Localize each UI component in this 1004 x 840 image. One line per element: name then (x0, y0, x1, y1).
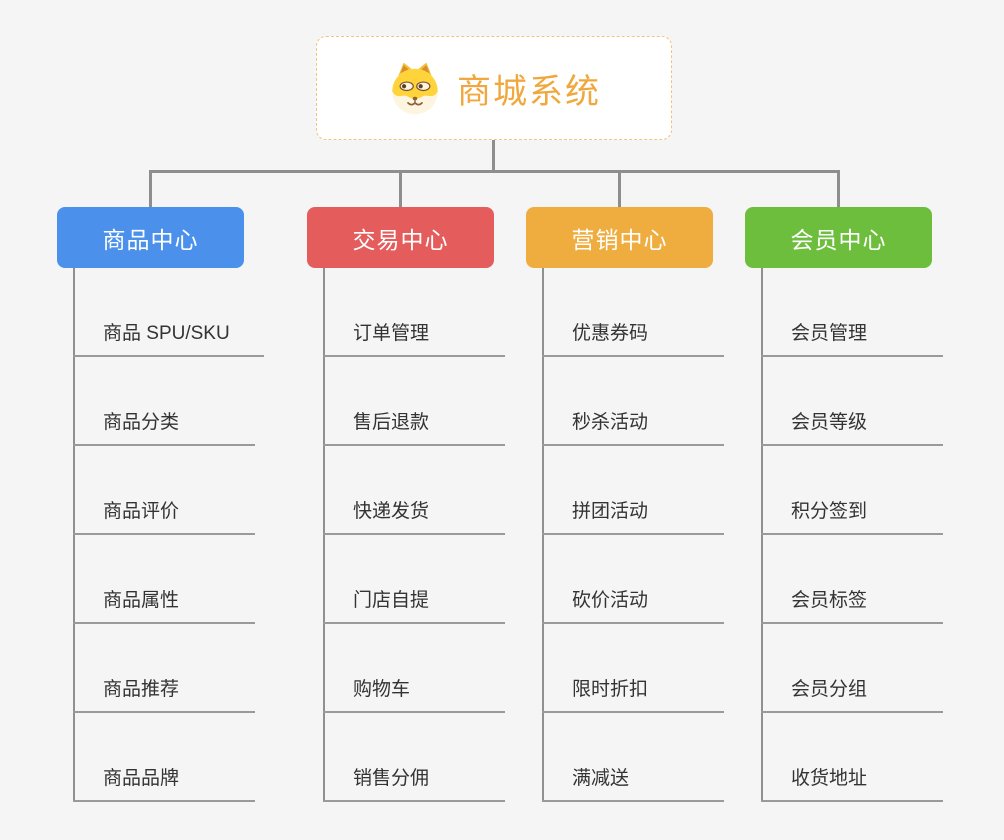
leaf-node[interactable]: 商品分类 (73, 410, 255, 446)
leaf-node[interactable]: 商品品牌 (73, 766, 255, 802)
drop-connector-4 (837, 170, 840, 207)
branch-label: 会员中心 (790, 226, 887, 253)
leaf-list-trade-center: 订单管理 售后退款 快递发货 门店自提 购物车 销售分佣 (323, 268, 505, 802)
leaf-list-marketing-center: 优惠券码 秒杀活动 拼团活动 砍价活动 限时折扣 满减送 (542, 268, 724, 802)
leaf-node[interactable]: 会员标签 (761, 588, 943, 624)
leaf-node[interactable]: 秒杀活动 (542, 410, 724, 446)
leaf-node[interactable]: 商品推荐 (73, 677, 255, 713)
leaf-node[interactable]: 拼团活动 (542, 499, 724, 535)
leaf-node[interactable]: 销售分佣 (323, 766, 505, 802)
leaf-list-member-center: 会员管理 会员等级 积分签到 会员标签 会员分组 收货地址 (761, 268, 943, 802)
trunk-connector-1 (73, 268, 75, 802)
leaf-node[interactable]: 商品属性 (73, 588, 255, 624)
leaf-node[interactable]: 积分签到 (761, 499, 943, 535)
root-node-mall-system[interactable]: 商城系统 (316, 36, 672, 140)
leaf-node[interactable]: 售后退款 (323, 410, 505, 446)
leaf-node[interactable]: 商品 SPU/SKU (73, 321, 264, 357)
branch-node-member-center[interactable]: 会员中心 (745, 207, 932, 268)
branch-node-product-center[interactable]: 商品中心 (57, 207, 244, 268)
leaf-node[interactable]: 砍价活动 (542, 588, 724, 624)
drop-connector-1 (149, 170, 152, 207)
leaf-node[interactable]: 会员分组 (761, 677, 943, 713)
branch-node-trade-center[interactable]: 交易中心 (307, 207, 494, 268)
leaf-list-product-center: 商品 SPU/SKU 商品分类 商品评价 商品属性 商品推荐 商品品牌 (73, 268, 264, 802)
leaf-node[interactable]: 满减送 (542, 766, 724, 802)
drop-connector-2 (399, 170, 402, 207)
leaf-node[interactable]: 快递发货 (323, 499, 505, 535)
leaf-node[interactable]: 门店自提 (323, 588, 505, 624)
root-title: 商城系统 (457, 72, 601, 111)
leaf-node[interactable]: 限时折扣 (542, 677, 724, 713)
trunk-connector-3 (542, 268, 544, 802)
leaf-node[interactable]: 会员等级 (761, 410, 943, 446)
root-stem-connector (492, 140, 495, 171)
leaf-node[interactable]: 订单管理 (323, 321, 505, 357)
horizontal-connector (149, 170, 840, 173)
branch-node-marketing-center[interactable]: 营销中心 (526, 207, 713, 268)
branch-label: 交易中心 (352, 226, 449, 253)
leaf-node[interactable]: 商品评价 (73, 499, 255, 535)
dog-face-icon (392, 62, 438, 115)
trunk-connector-2 (323, 268, 325, 802)
trunk-connector-4 (761, 268, 763, 802)
leaf-node[interactable]: 收货地址 (761, 766, 943, 802)
leaf-node[interactable]: 会员管理 (761, 321, 943, 357)
drop-connector-3 (618, 170, 621, 207)
branch-label: 营销中心 (571, 226, 668, 253)
leaf-node[interactable]: 购物车 (323, 677, 505, 713)
leaf-node[interactable]: 优惠券码 (542, 321, 724, 357)
branch-label: 商品中心 (102, 226, 199, 253)
